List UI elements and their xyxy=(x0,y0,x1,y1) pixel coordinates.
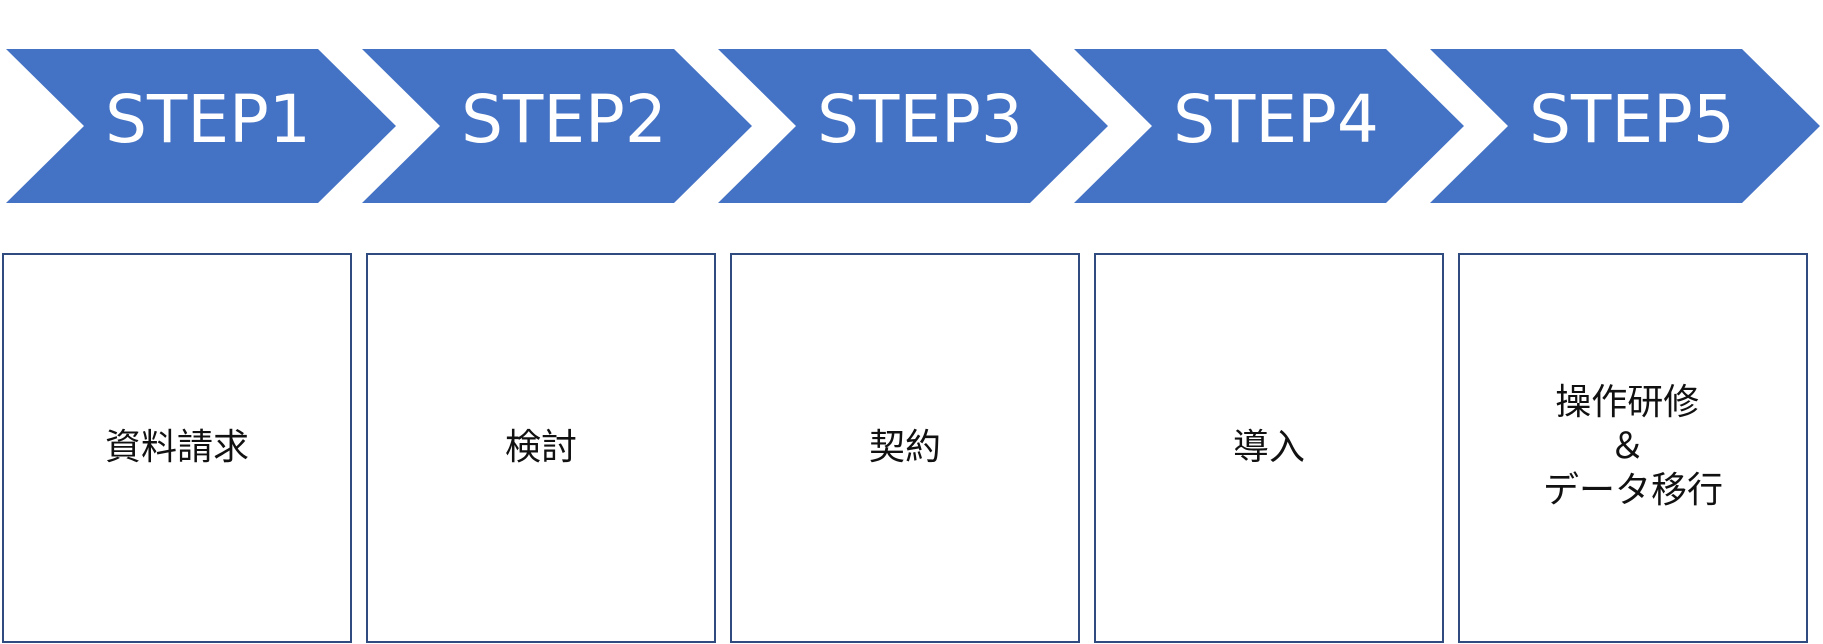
step-5: STEP5 操作研修 ＆ データ移行 xyxy=(1430,49,1820,643)
step-5-chevron xyxy=(1430,49,1820,203)
step-1-text-line-1: 資料請求 xyxy=(105,427,249,468)
step-3-box xyxy=(730,253,1080,643)
step-3-chevron xyxy=(718,49,1108,203)
step-4: STEP4 導入 xyxy=(1074,49,1464,643)
step-3-label: STEP3 xyxy=(817,81,1023,158)
step-2-text-line-1: 検討 xyxy=(505,427,577,468)
step-2: STEP2 検討 xyxy=(362,49,752,643)
step-1-chevron xyxy=(6,49,396,203)
step-5-label: STEP5 xyxy=(1529,81,1735,158)
step-4-text-line-1: 導入 xyxy=(1233,427,1305,468)
step-3-text: 契約 xyxy=(869,427,941,468)
step-4-label: STEP4 xyxy=(1173,81,1379,158)
step-5-text: 操作研修 ＆ データ移行 xyxy=(1543,382,1723,511)
step-4-chevron xyxy=(1074,49,1464,203)
step-4-box xyxy=(1094,253,1444,643)
step-4-text: 導入 xyxy=(1233,427,1305,468)
step-5-text-line-2: ＆ xyxy=(1609,426,1645,467)
step-2-chevron xyxy=(362,49,752,203)
step-1-label: STEP1 xyxy=(105,81,311,158)
step-3-text-line-1: 契約 xyxy=(869,427,941,468)
step-2-box xyxy=(366,253,716,643)
step-2-label: STEP2 xyxy=(461,81,667,158)
step-5-box xyxy=(1458,253,1808,643)
step-1-box xyxy=(2,253,352,643)
step-5-text-line-1: 操作研修 xyxy=(1555,382,1699,423)
step-2-text: 検討 xyxy=(505,427,577,468)
step-5-text-line-3: データ移行 xyxy=(1543,470,1723,511)
step-1-text: 資料請求 xyxy=(105,427,249,468)
step-3: STEP3 契約 xyxy=(718,49,1108,643)
step-1: STEP1 資料請求 xyxy=(2,49,396,643)
